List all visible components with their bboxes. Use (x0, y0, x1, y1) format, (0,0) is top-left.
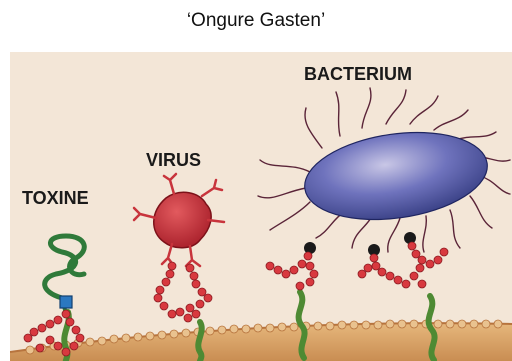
label-virus: VIRUS (146, 150, 201, 170)
label-toxine: TOXINE (22, 188, 89, 208)
page-title: ‘Ongure Gasten’ (0, 10, 512, 32)
toxin-binding-domain (60, 296, 72, 308)
cell-surface-illustration: TOXINE VIRUS BACTERIUM (10, 52, 512, 361)
label-bacterium: BACTERIUM (304, 64, 412, 84)
